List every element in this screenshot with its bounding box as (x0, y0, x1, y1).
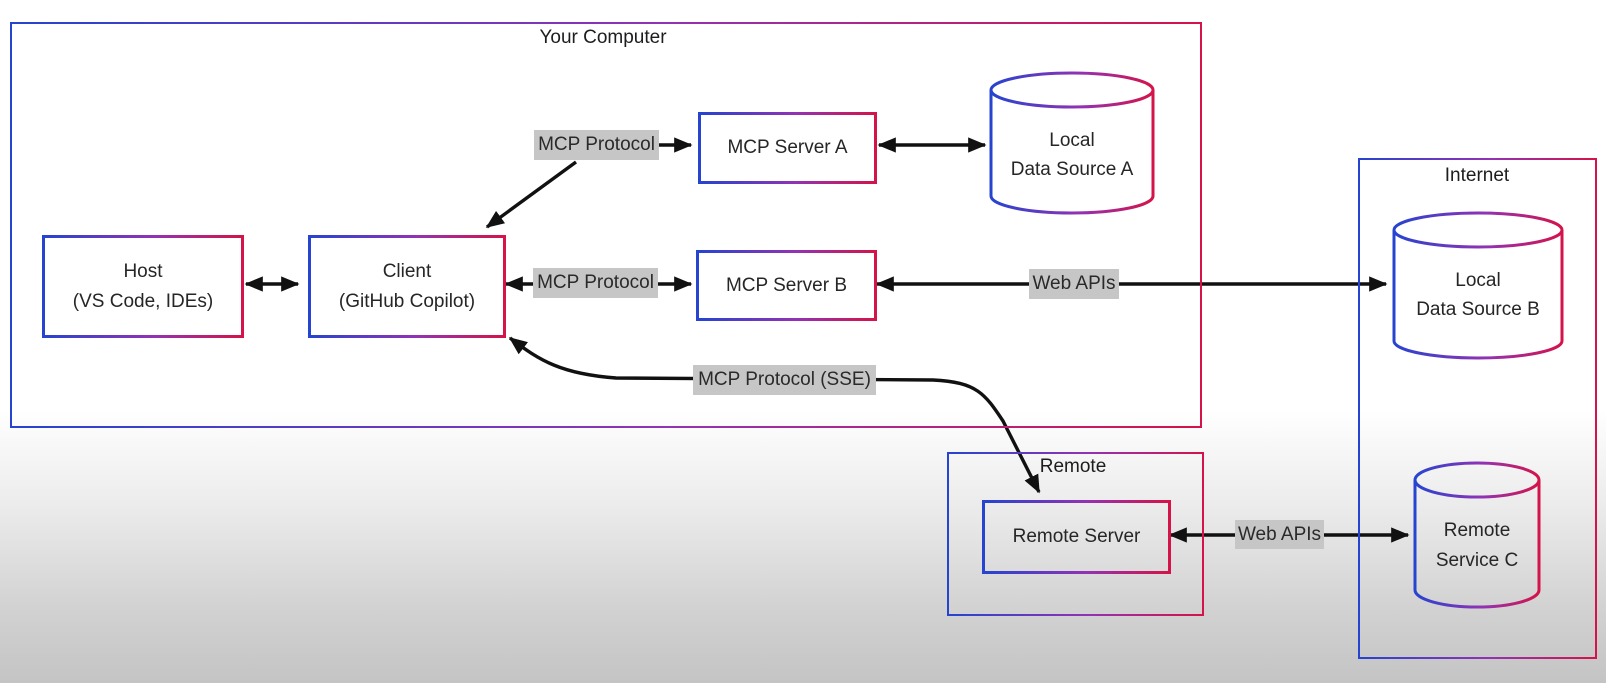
local-data-source-a-line1: Local (1049, 130, 1095, 151)
mcp-server-b-node: MCP Server B (696, 250, 877, 321)
mcp-server-a-node: MCP Server A (698, 112, 877, 184)
edge-label-mcp-protocol-a: MCP Protocol (534, 130, 659, 160)
remote-service-c-label: Remote Service C (1377, 516, 1577, 576)
internet-group-box (1358, 158, 1597, 659)
local-data-source-a-label: Local Data Source A (972, 126, 1172, 184)
remote-service-c-line1: Remote (1443, 520, 1511, 541)
local-data-source-b-line2: Data Source B (1416, 299, 1540, 320)
host-node-label-line1: Host (123, 260, 163, 282)
client-node: Client (GitHub Copilot) (308, 235, 506, 338)
mcp-server-a-label: MCP Server A (727, 137, 848, 158)
edge-label-mcp-protocol-b: MCP Protocol (533, 268, 658, 298)
remote-server-label: Remote Server (1012, 526, 1141, 547)
host-node: Host (VS Code, IDEs) (42, 235, 244, 338)
local-data-source-b-label: Local Data Source B (1378, 266, 1578, 324)
host-node-label-line2: (VS Code, IDEs) (72, 290, 214, 312)
mcp-server-b-label: MCP Server B (725, 274, 848, 296)
your-computer-group-box (10, 22, 1202, 428)
internet-group-title: Internet (1444, 165, 1510, 186)
client-node-label-line2: (GitHub Copilot) (338, 290, 476, 312)
client-node-label-line1: Client (382, 260, 432, 282)
remote-server-node: Remote Server (982, 500, 1171, 574)
remote-group-title: Remote (1039, 456, 1107, 477)
local-data-source-a-line2: Data Source A (1010, 159, 1134, 180)
edge-label-mcp-protocol-sse: MCP Protocol (SSE) (693, 365, 876, 395)
edge-label-web-apis-b: Web APIs (1029, 269, 1119, 299)
edge-label-web-apis-c: Web APIs (1235, 520, 1324, 549)
remote-service-c-line2: Service C (1435, 550, 1519, 571)
your-computer-group-title: Your Computer (539, 27, 667, 48)
local-data-source-b-line1: Local (1455, 270, 1501, 291)
